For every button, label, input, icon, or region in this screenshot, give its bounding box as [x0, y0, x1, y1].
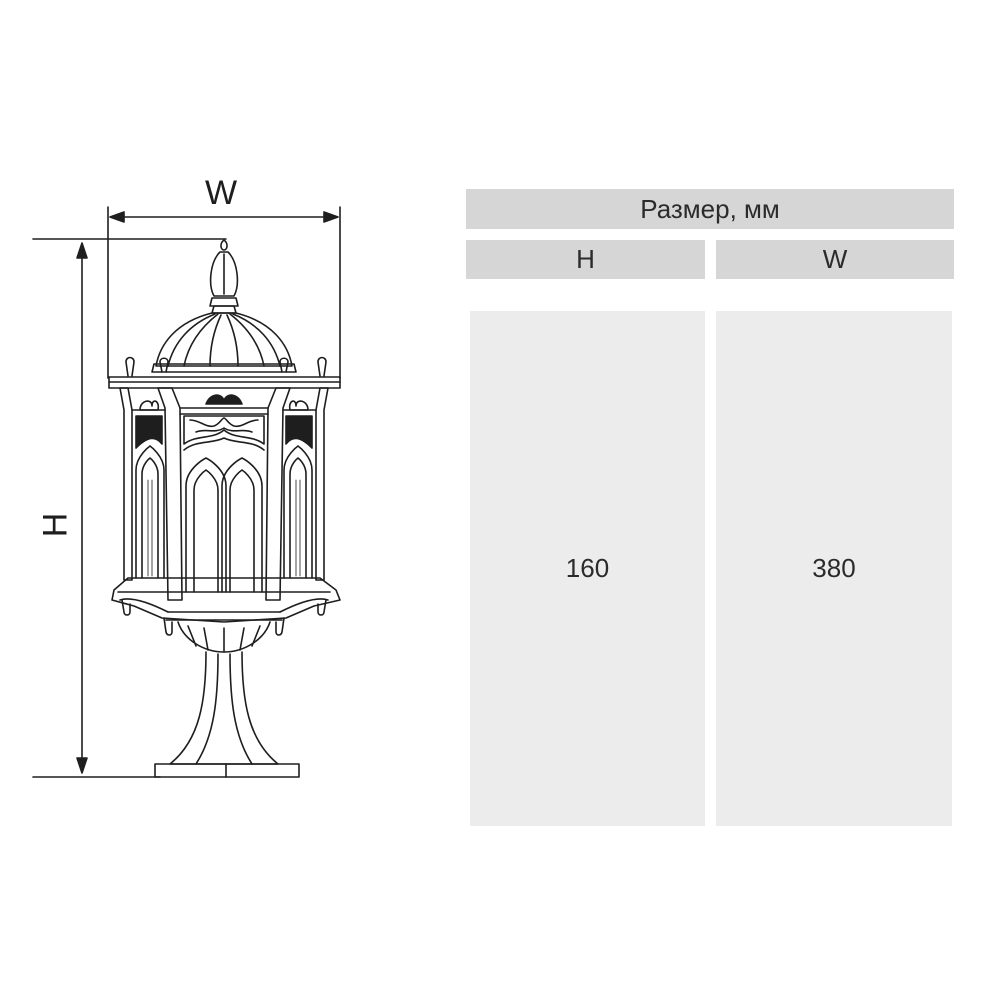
value-cell-w: 380	[716, 311, 952, 826]
width-label: W	[205, 174, 238, 212]
lantern-skirt	[111, 577, 341, 653]
lantern-diagram	[32, 206, 341, 778]
height-dimension	[32, 238, 227, 778]
column-header-w: W	[716, 240, 954, 279]
width-dimension	[107, 206, 341, 379]
lantern-finial	[209, 239, 239, 314]
size-table-title: Размер, мм	[466, 189, 954, 229]
lantern-dome	[125, 312, 327, 377]
lantern-pedestal	[154, 651, 300, 778]
value-cell-h: 160	[470, 311, 705, 826]
lantern-frame	[119, 387, 329, 601]
height-label: H	[36, 512, 75, 538]
column-header-h: H	[466, 240, 705, 279]
